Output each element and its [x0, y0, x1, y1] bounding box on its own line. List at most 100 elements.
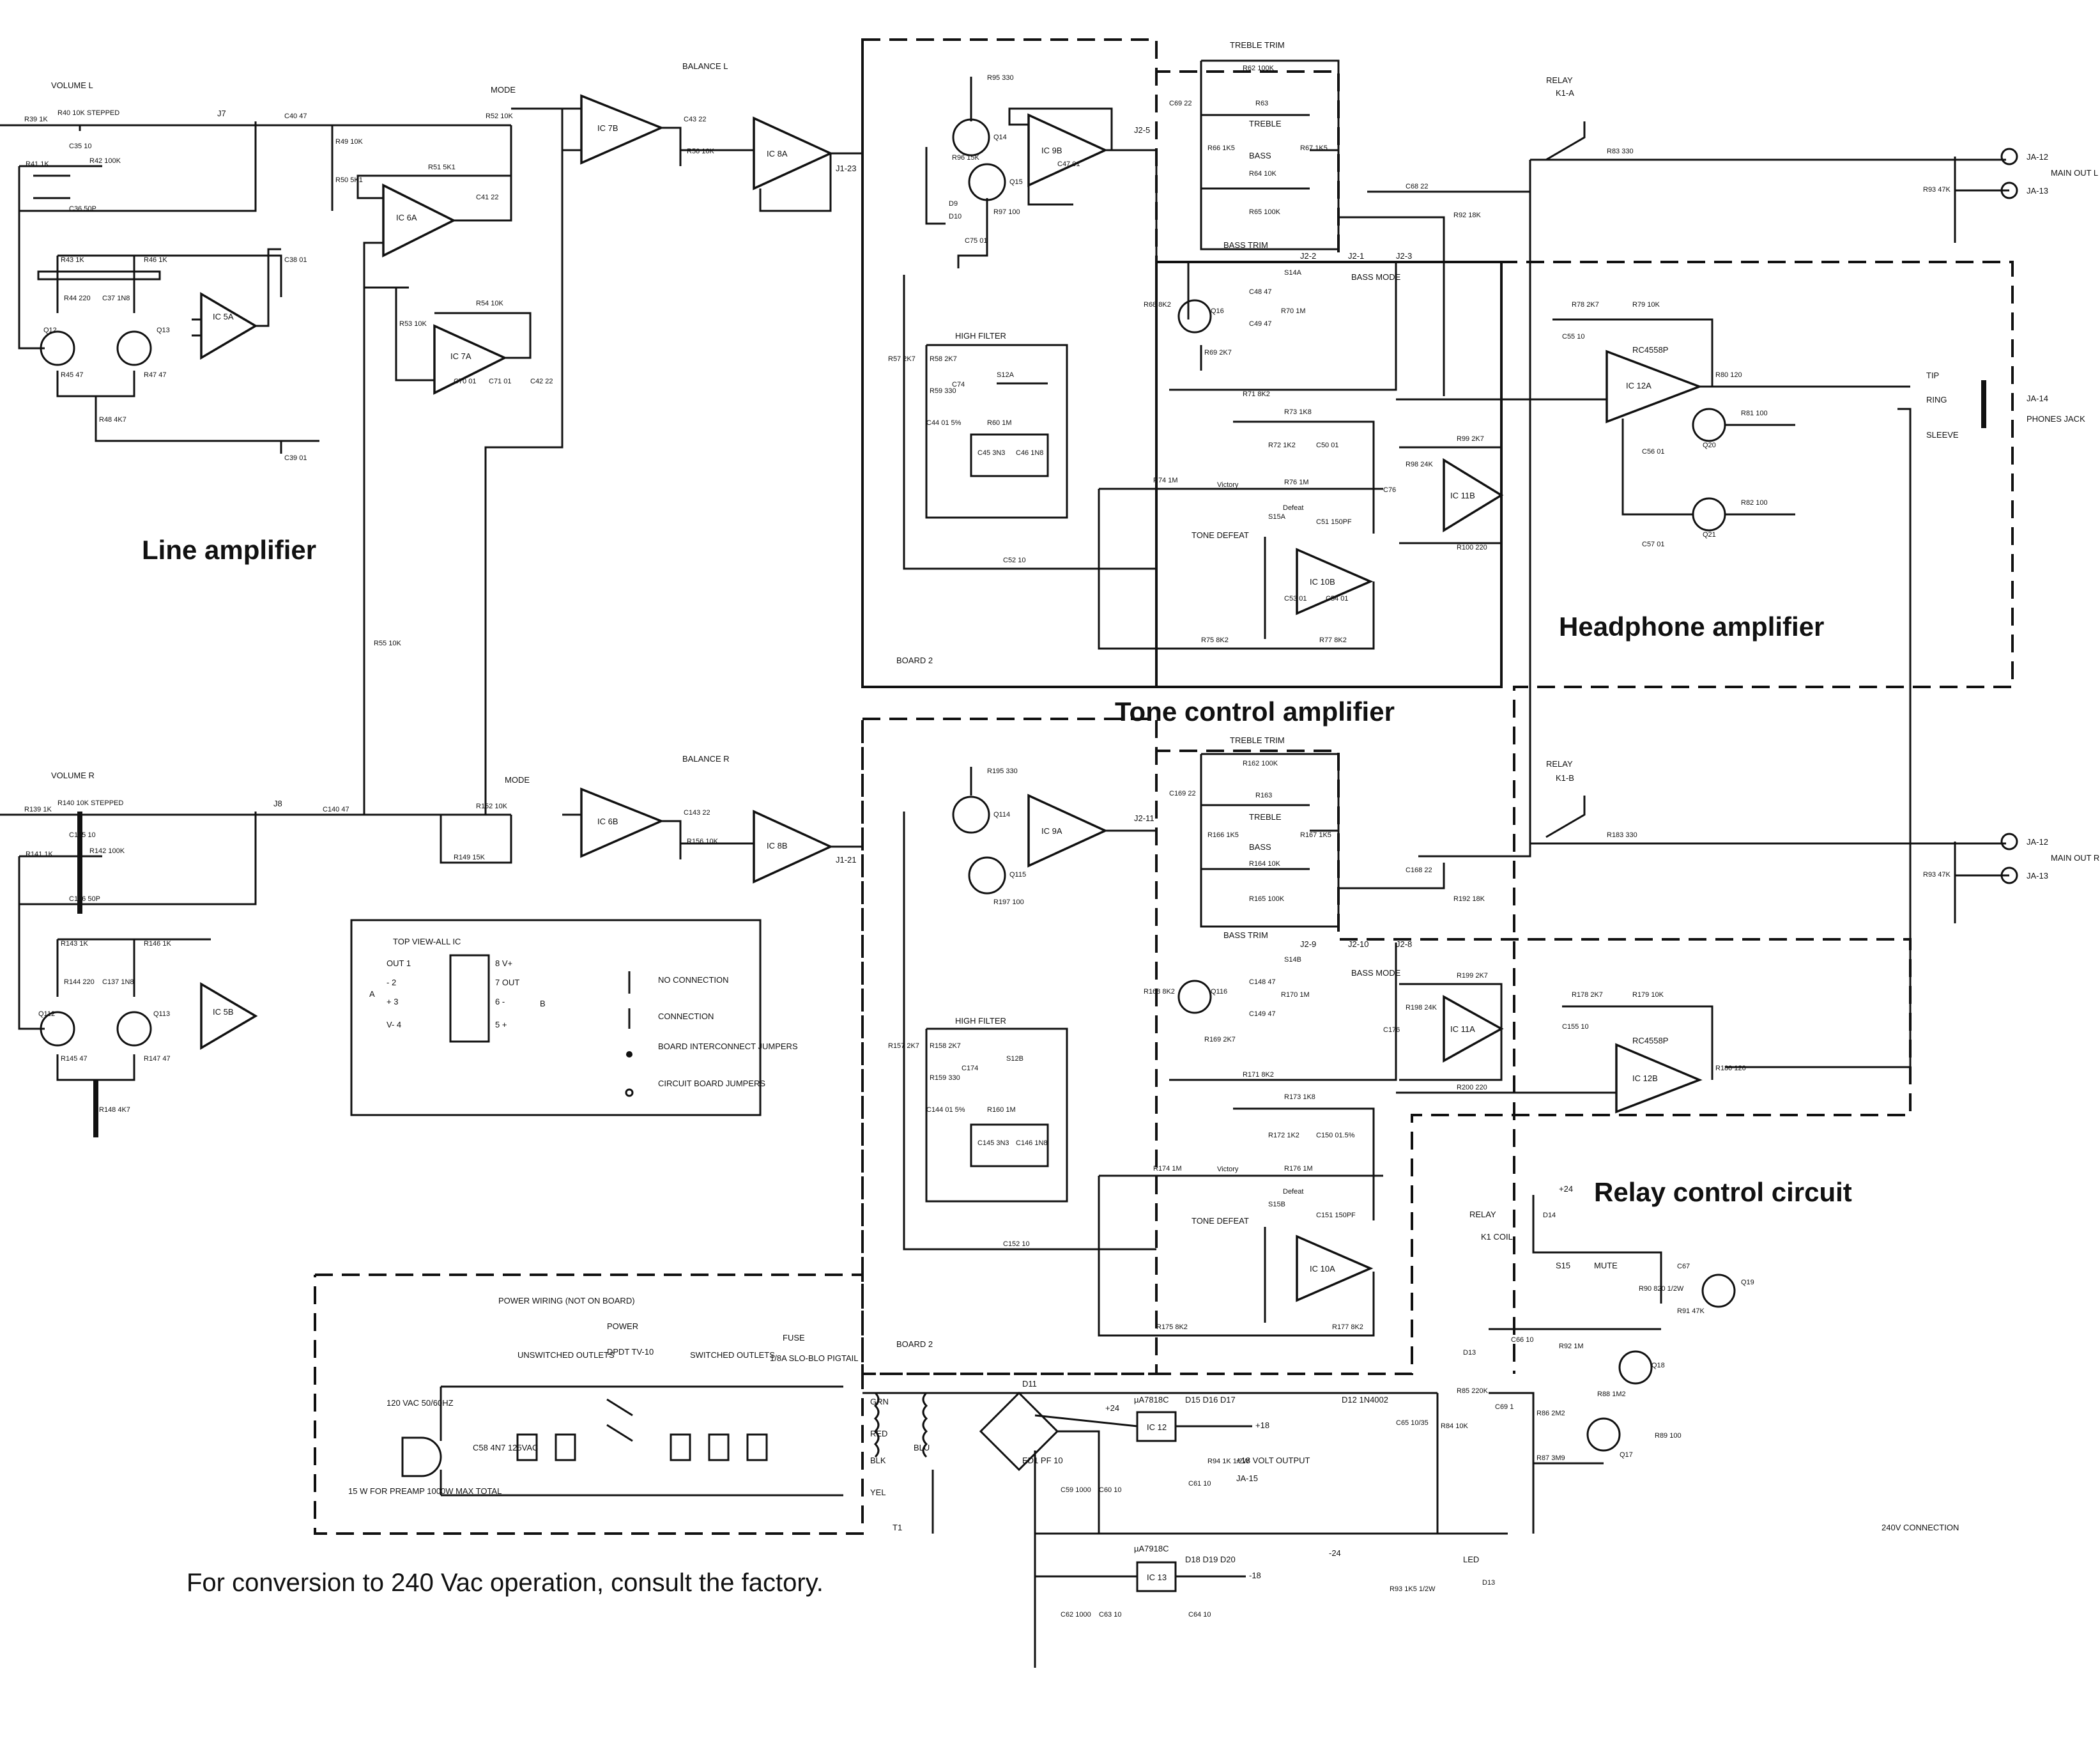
- r87-label: R87 3M9: [1537, 1454, 1565, 1462]
- j2-1-label: J2-1: [1348, 251, 1364, 261]
- sleeve-label: SLEEVE: [1926, 430, 1959, 440]
- ic11a-triangle: [1443, 995, 1504, 1063]
- r82-label: R82 100: [1741, 499, 1768, 507]
- c65-label: C65 10/35: [1396, 1419, 1429, 1427]
- q21-label: Q21: [1703, 531, 1716, 539]
- r93-label: R93 47K: [1923, 186, 1951, 194]
- r76-label: R76 1M: [1284, 479, 1309, 486]
- r178-label: R178 2K7: [1572, 991, 1603, 999]
- c55-label: C55 10: [1562, 333, 1584, 341]
- r56-label: R56 10K: [687, 148, 714, 155]
- r192-label: R192 18K: [1453, 895, 1485, 903]
- ic5a-label: IC 5A: [213, 312, 234, 321]
- r39-label: R39 1K: [24, 116, 48, 123]
- c49-label: C49 47: [1249, 320, 1271, 328]
- q113-label: Q113: [153, 1010, 170, 1018]
- r52-label: R52 10K: [486, 112, 513, 120]
- c148-label: C148 47: [1249, 978, 1276, 986]
- phones-jack-label: PHONES JACK: [2027, 414, 2085, 424]
- c136-label: C136 50P: [69, 895, 100, 903]
- r48-label: R48 4K7: [99, 416, 126, 424]
- q15-label: Q15: [1009, 178, 1023, 186]
- ja13-r-label: JA-13: [2027, 871, 2048, 881]
- ic-pin-legend: [350, 919, 762, 1116]
- tone-control-upper: [903, 59, 1531, 650]
- mains-label: 120 VAC 50/60HZ: [387, 1398, 454, 1408]
- q18-label: Q18: [1652, 1362, 1665, 1369]
- ic8b-triangle: [753, 810, 834, 884]
- r140-label: R140 10K STEPPED: [57, 799, 123, 807]
- main-out-r-label: MAIN OUT R: [2051, 853, 2099, 863]
- plus18-output-label: +18 VOLT OUTPUT: [1236, 1456, 1310, 1465]
- legend-pin-3: + 3: [387, 997, 398, 1006]
- c62-label: C62 1000: [1061, 1611, 1091, 1619]
- headphone-amplifier: [1396, 318, 1986, 1114]
- treble-trim-label-r: TREBLE TRIM: [1230, 735, 1285, 745]
- ic10a-triangle: [1296, 1235, 1374, 1302]
- r44-label: R44 220: [64, 295, 91, 302]
- r78-label: R78 2K7: [1572, 301, 1599, 309]
- treble-trim-label: TREBLE TRIM: [1230, 40, 1285, 50]
- legend-pin-2: - 2: [387, 978, 396, 987]
- c76-label: C76: [1383, 486, 1396, 494]
- ja12-l-label: JA-12: [2027, 152, 2048, 162]
- component-labels: R39 1K R40 10K STEPPED R41 1K R42 100K C…: [24, 65, 1951, 1619]
- victory-label: Victory: [1217, 481, 1239, 489]
- ic7b-triangle: [580, 94, 664, 165]
- plus24-label: +24: [1105, 1403, 1119, 1413]
- c47-label: C47 01: [1057, 160, 1080, 168]
- c64-label: C64 10: [1188, 1611, 1211, 1619]
- r71-label: R71 8K2: [1243, 390, 1270, 398]
- r49-label: R49 10K: [335, 138, 363, 146]
- c61-label: C61 10: [1188, 1480, 1211, 1488]
- ic10a-label: IC 10A: [1310, 1264, 1335, 1274]
- r54-label: R54 10K: [476, 300, 503, 307]
- legend-no-connection: NO CONNECTION: [658, 975, 729, 985]
- c41-label: C41 22: [476, 194, 498, 201]
- k1-coil-label: K1 COIL: [1481, 1232, 1513, 1242]
- ic5b-label: IC 5B: [213, 1007, 234, 1017]
- tone-control-lower: [903, 753, 1531, 1337]
- r147-label: R147 47: [144, 1055, 171, 1063]
- bass-label-r: BASS: [1249, 842, 1271, 852]
- conversion-note: For conversion to 240 Vac operation, con…: [187, 1569, 824, 1597]
- ja13-l-label: JA-13: [2027, 186, 2048, 196]
- r164-label: R164 10K: [1249, 860, 1281, 868]
- r158-label: R158 2K7: [930, 1042, 961, 1050]
- c68-label: C68 22: [1406, 183, 1428, 190]
- c63-label: C63 10: [1099, 1611, 1121, 1619]
- unswitched-outlets-label: UNSWITCHED OUTLETS: [517, 1350, 615, 1360]
- bass-mode-label-r: BASS MODE: [1351, 968, 1401, 978]
- c46-label: C46 1N8: [1016, 449, 1043, 457]
- power-supply: [401, 1385, 1437, 1668]
- c38-label: C38 01: [284, 256, 307, 264]
- relay-label-b: RELAY: [1546, 759, 1573, 769]
- k1a-label: K1-A: [1556, 88, 1574, 98]
- r145-label: R145 47: [61, 1055, 88, 1063]
- mode-label-l: MODE: [491, 85, 516, 95]
- c145-label: C145 3N3: [977, 1139, 1009, 1147]
- r42-label: R42 100K: [89, 157, 121, 165]
- ic9a-label: IC 9A: [1041, 826, 1062, 836]
- r63-label: R63: [1255, 100, 1268, 107]
- relay-label-a: RELAY: [1546, 75, 1573, 85]
- r92-label: R92 18K: [1453, 212, 1481, 219]
- d12-label: D12 1N4002: [1342, 1395, 1388, 1405]
- r157-label: R157 2K7: [888, 1042, 919, 1050]
- j1-23-label: J1-23: [836, 164, 857, 173]
- r64-label: R64 10K: [1249, 170, 1276, 178]
- ic8a-label: IC 8A: [767, 149, 788, 158]
- ic12-label: IC 12: [1147, 1422, 1167, 1432]
- ja12-r-label: JA-12: [2027, 837, 2048, 847]
- ic11a-label: IC 11A: [1450, 1024, 1475, 1034]
- ua7918c-label: µA7918C: [1134, 1544, 1169, 1553]
- tone-control-amplifier-label: Tone control amplifier: [1115, 696, 1395, 727]
- r174-label: R174 1M: [1153, 1165, 1182, 1173]
- legend-side-a: A: [369, 989, 375, 999]
- ic6a-label: IC 6A: [396, 213, 417, 222]
- c146-label: C146 1N8: [1016, 1139, 1048, 1147]
- c169-label: C169 22: [1169, 790, 1196, 797]
- c67-label: C67: [1677, 1263, 1690, 1270]
- c50-label: C50 01: [1316, 442, 1338, 449]
- r172-label: R172 1K2: [1268, 1132, 1299, 1139]
